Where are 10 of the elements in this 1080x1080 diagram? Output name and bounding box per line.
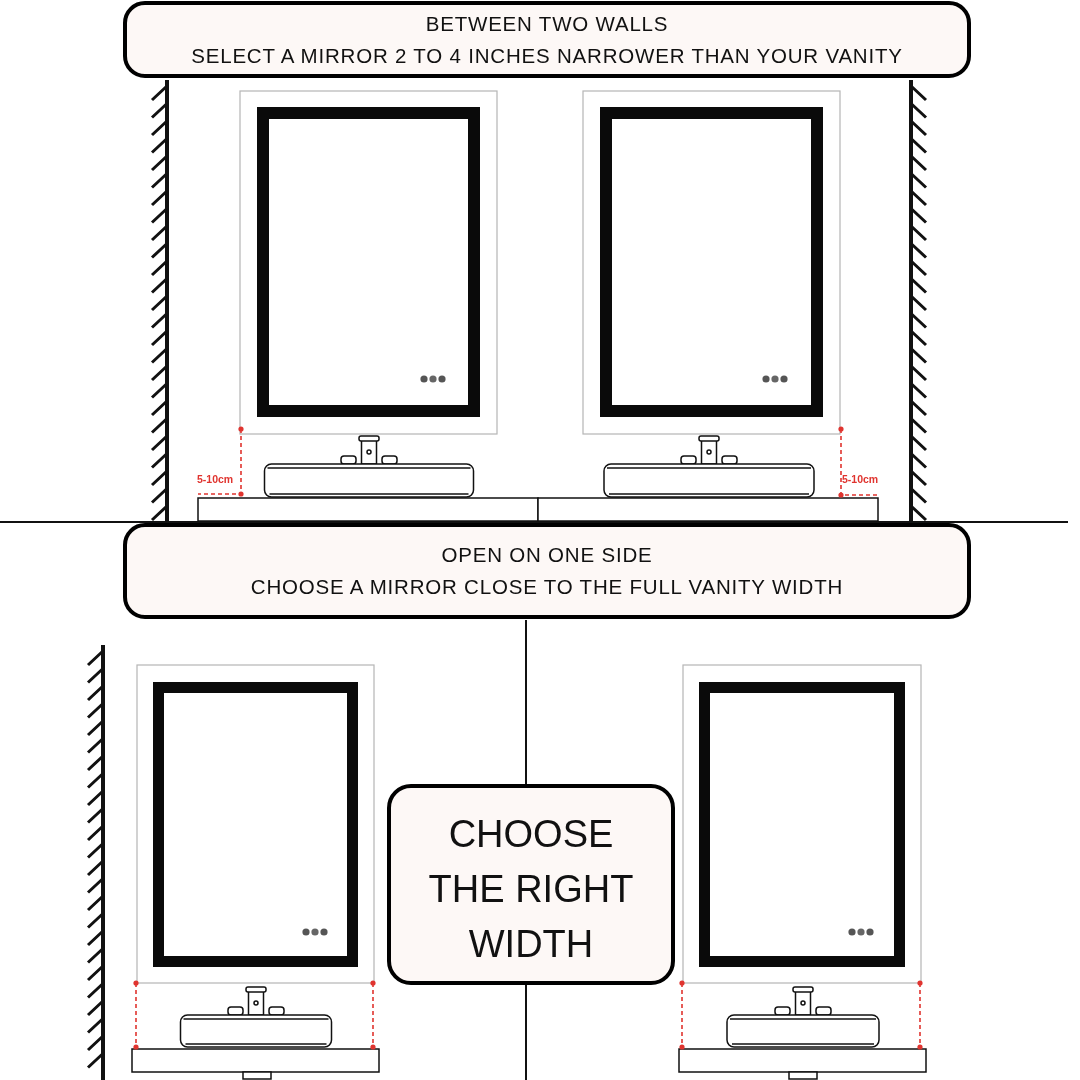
section-heading: BETWEEN TWO WALLS xyxy=(425,10,669,37)
instruction-text: CHOOSE A MIRROR CLOSE TO THE FULL VANITY WIDTH xyxy=(250,574,844,600)
instruction-text: SELECT A MIRROR 2 TO 4 INCHES NARROWER THAN YOUR VANITY xyxy=(191,42,903,69)
title-box xyxy=(387,784,675,985)
title-text: CHOOSE THE RIGHT WIDTH xyxy=(427,812,635,967)
dimension-label: 5-10cm xyxy=(197,473,234,486)
heading-banner xyxy=(123,523,971,619)
dimension-label: 5-10cm xyxy=(842,473,879,486)
section-heading: OPEN ON ONE SIDE xyxy=(441,542,653,568)
heading-banner xyxy=(123,1,971,78)
